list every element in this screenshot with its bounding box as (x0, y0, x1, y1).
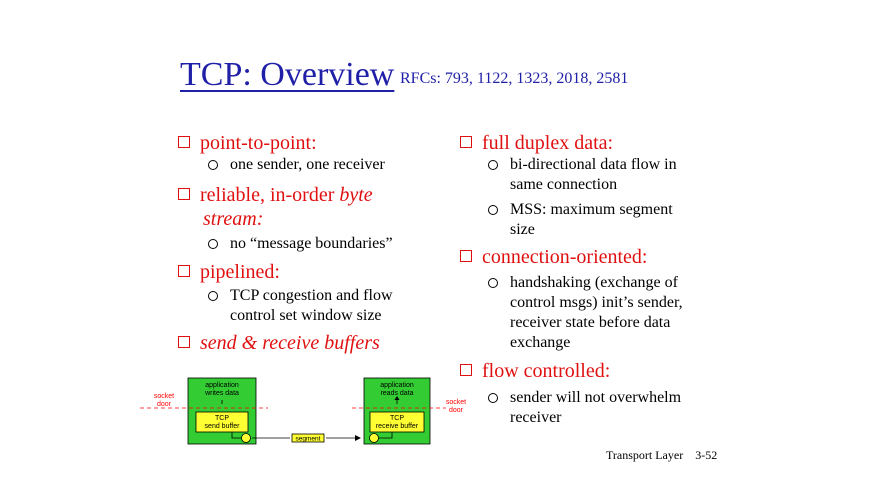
bullet-heading: reliable, in-order (200, 184, 340, 206)
sub-bullet: MSS: maximum segment size (488, 200, 673, 240)
sender-app-box (187, 377, 257, 445)
bullet-heading: connection-oriented: (482, 246, 648, 268)
page-number: 3-52 (695, 448, 718, 462)
sub-bullet-text: TCP congestion and flow (230, 287, 393, 304)
bullet-heading: flow controlled: (482, 360, 611, 382)
rfc-list: RFCs: 793, 1122, 1323, 2018, 2581 (400, 70, 629, 87)
sub-bullet-text: size (510, 221, 535, 238)
bullet-point-to-point: point-to-point: (178, 131, 317, 155)
sub-bullet-text: control set window size (230, 307, 382, 324)
segment-label: segment (296, 436, 321, 443)
bullet-buffers: send & receive buffers (178, 331, 380, 355)
sub-bullet-text: sender will not overwhelm (510, 389, 682, 406)
receive-buffer-box (369, 411, 425, 433)
sender-socket-circle (241, 433, 251, 443)
receive-arrow (379, 432, 393, 439)
sub-bullet: TCP congestion and flow control set wind… (208, 286, 393, 326)
square-bullet-icon (178, 336, 190, 348)
sub-bullet: one sender, one receiver (208, 155, 385, 175)
bullet-flow-controlled: flow controlled: (460, 359, 610, 383)
slide-footer: Transport Layer 3-52 (606, 448, 717, 463)
sub-bullet-text: handshaking (exchange of (510, 274, 678, 291)
segment-arrowhead (355, 435, 361, 441)
bullet-reliable: reliable, in-order byte (178, 183, 373, 207)
sub-bullet: sender will not overwhelm receiver (488, 388, 682, 428)
circle-bullet-icon (208, 239, 218, 249)
send-buffer-box (195, 411, 249, 433)
bullet-connection-oriented: connection-oriented: (460, 245, 648, 269)
circle-bullet-icon (208, 160, 218, 170)
send-arrow (231, 432, 241, 439)
bullet-heading-italic: byte (339, 184, 373, 206)
sub-bullet-text: bi-directional data flow in (510, 156, 677, 173)
read-arrowhead (394, 396, 400, 400)
square-bullet-icon (460, 136, 472, 148)
bullet-heading-line2: stream: (203, 208, 264, 230)
sub-bullet-text: one sender, one receiver (230, 156, 385, 173)
square-bullet-icon (178, 136, 190, 148)
square-bullet-icon (460, 364, 472, 376)
receiver-socket-circle (369, 433, 379, 443)
bullet-full-duplex: full duplex data: (460, 131, 613, 155)
slide-title: TCP: Overview (180, 56, 395, 93)
sub-bullet-text: receiver state before data (510, 314, 671, 331)
sub-bullet: bi-directional data flow in same connect… (488, 155, 677, 195)
footer-label: Transport Layer (606, 448, 684, 462)
sub-bullet: handshaking (exchange of control msgs) i… (488, 273, 683, 353)
bullet-pipelined: pipelined: (178, 260, 280, 284)
bullet-heading: point-to-point: (200, 132, 317, 154)
bullet-heading: pipelined: (200, 261, 280, 283)
square-bullet-icon (178, 188, 190, 200)
sub-bullet-text: control msgs) init’s sender, (510, 294, 683, 311)
circle-bullet-icon (488, 278, 498, 288)
sub-bullet-text: MSS: maximum segment (510, 201, 673, 218)
circle-bullet-icon (488, 160, 498, 170)
bullet-heading: full duplex data: (482, 132, 614, 154)
circle-bullet-icon (488, 393, 498, 403)
bullet-heading: send & receive buffers (200, 332, 380, 354)
circle-bullet-icon (488, 205, 498, 215)
circle-bullet-icon (208, 291, 218, 301)
receiver-app-box (363, 377, 431, 445)
square-bullet-icon (178, 265, 190, 277)
sub-bullet-text: receiver (510, 409, 562, 426)
sub-bullet-text: same connection (510, 176, 618, 193)
square-bullet-icon (460, 250, 472, 262)
segment-box (291, 433, 325, 443)
sub-bullet-text: exchange (510, 334, 571, 351)
sub-bullet-text: no “message boundaries” (230, 235, 393, 252)
sub-bullet: no “message boundaries” (208, 234, 393, 254)
